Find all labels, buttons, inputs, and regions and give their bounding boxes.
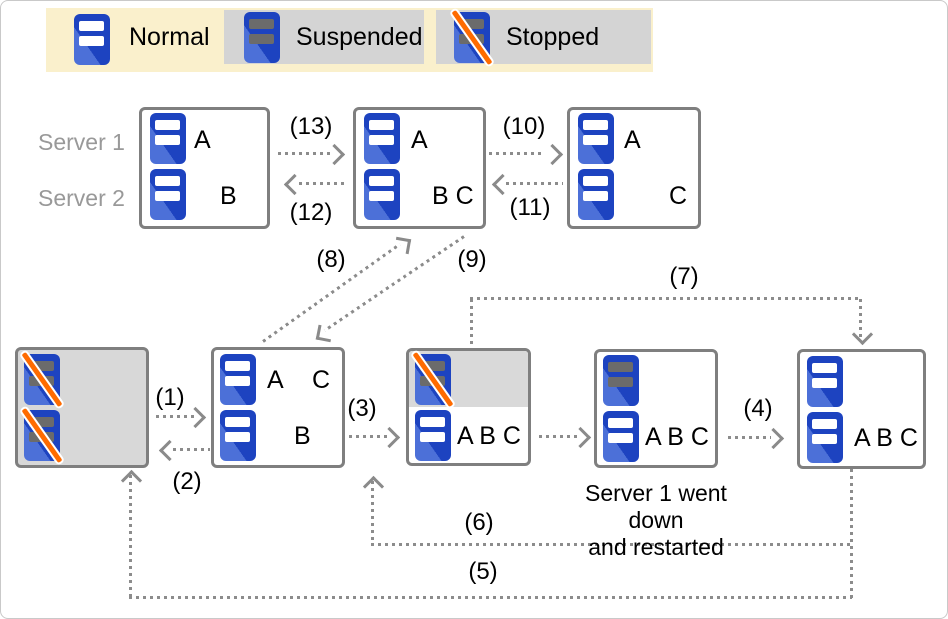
- server-normal-icon: [150, 113, 186, 164]
- server-normal-icon: [807, 356, 843, 407]
- diagonal-slash-icon: [409, 349, 457, 410]
- app-letter: A: [411, 126, 428, 154]
- arrow-7-line: [470, 297, 862, 300]
- arrow-9-head: [315, 324, 334, 343]
- diagonal-slash-icon: [18, 349, 66, 410]
- state-box-bottom-4: A B C: [594, 349, 718, 468]
- arrow-10-label: (10): [502, 113, 546, 140]
- arrow-1-line: [156, 415, 194, 418]
- arrow-8-head: [393, 236, 412, 255]
- app-letter: A: [194, 126, 211, 154]
- arrow-4-line: [728, 436, 771, 439]
- app-letter: B: [294, 422, 311, 450]
- arrow-2-line: [173, 448, 210, 451]
- app-letter: A: [267, 366, 284, 394]
- note-line-2: and restarted: [588, 534, 724, 560]
- legend-label-suspended: Suspended: [296, 23, 423, 51]
- server-normal-icon: [364, 113, 400, 164]
- app-letter: A B C: [854, 424, 918, 452]
- arrow-13-label: (13): [289, 113, 333, 140]
- server-normal-icon: [807, 412, 843, 463]
- arrow-7-label: (7): [669, 263, 699, 290]
- arrow-1-label: (1): [155, 384, 185, 411]
- server-stopped-icon: [18, 349, 66, 410]
- server-normal-icon: [578, 169, 614, 220]
- app-letter: A: [624, 126, 641, 154]
- arrow-11-label: (11): [509, 194, 551, 221]
- server-stopped-icon: [448, 7, 496, 68]
- note-server1-restart: Server 1 went down and restarted: [556, 480, 756, 561]
- arrow-7-head: [851, 323, 874, 346]
- arrow-4-label: (4): [743, 395, 773, 422]
- arrow-restart-head: [569, 426, 592, 449]
- arrow-10-head: [541, 143, 564, 166]
- arrow-6-head: [362, 475, 385, 498]
- server-stopped-icon: [18, 405, 66, 466]
- state-box-bottom-2: A C B: [211, 347, 345, 468]
- server-normal-icon: [603, 411, 639, 462]
- app-letter: A B C: [457, 422, 521, 450]
- server-stopped-icon: [409, 349, 457, 410]
- arrow-12-head: [283, 173, 306, 196]
- arrow-restart-line: [539, 435, 579, 438]
- server2-row-label: Server 2: [38, 185, 125, 211]
- legend-item-stopped: Stopped: [436, 7, 651, 68]
- arrow-6-label: (6): [464, 509, 494, 536]
- arrow-13-line: [278, 152, 331, 155]
- state-box-bottom-5: A B C: [797, 349, 926, 469]
- arrow-2-label: (2): [172, 468, 202, 495]
- arrow-3-line: [349, 435, 387, 438]
- legend-label-normal: Normal: [129, 23, 210, 51]
- arrow-6-line: [371, 481, 374, 543]
- arrow-2-head: [158, 439, 181, 462]
- state-box-top-1: A B: [139, 107, 270, 229]
- arrow-3-head: [378, 426, 401, 449]
- server-normal-icon: [74, 14, 110, 65]
- arrow-10-line: [489, 152, 544, 155]
- app-letter: B: [220, 182, 237, 210]
- arrow-7-line: [470, 299, 473, 348]
- server-suspended-icon: [244, 12, 280, 63]
- arrow-7-line: [859, 299, 862, 337]
- arrow-12-label: (12): [289, 199, 333, 226]
- state-box-top-3: A C: [567, 107, 701, 229]
- arrow-5-line: [129, 596, 852, 599]
- arrow-3-label: (3): [347, 395, 377, 422]
- arrow-11-line: [506, 182, 563, 185]
- arrow-8-label: (8): [316, 246, 346, 273]
- arrow-5-line: [129, 475, 132, 596]
- server-normal-icon: [578, 113, 614, 164]
- diagonal-slash-icon: [18, 405, 66, 466]
- server1-row-label: Server 1: [38, 129, 125, 155]
- legend: Normal Suspended Stopped: [46, 7, 653, 72]
- legend-label-stopped: Stopped: [506, 23, 600, 51]
- arrow-5-head: [120, 469, 143, 492]
- arrow-5-6-tail-line: [850, 469, 853, 599]
- arrow-6-line: [371, 543, 852, 546]
- app-letter: C: [669, 182, 688, 210]
- arrow-1-head: [184, 406, 207, 429]
- legend-item-suspended: Suspended: [224, 10, 424, 64]
- arrow-12-line: [299, 182, 345, 185]
- diagonal-slash-icon: [448, 7, 496, 68]
- note-line-1: Server 1 went down: [585, 480, 727, 533]
- server-suspended-icon: [603, 355, 639, 406]
- state-box-bottom-1: [15, 347, 149, 468]
- server-normal-icon: [364, 169, 400, 220]
- arrow-11-head: [491, 173, 514, 196]
- app-letter: A B C: [645, 423, 709, 451]
- state-box-top-2: A B C: [353, 107, 486, 229]
- arrow-5-label: (5): [468, 558, 498, 585]
- server-normal-icon: [415, 410, 451, 461]
- arrow-4-head: [762, 427, 785, 450]
- server-normal-icon: [150, 169, 186, 220]
- server-normal-icon: [220, 354, 256, 405]
- app-letter: C: [312, 366, 331, 394]
- state-box-bottom-3: A B C: [406, 348, 531, 466]
- server-normal-icon: [220, 410, 256, 461]
- app-letter: B C: [432, 182, 474, 210]
- arrow-9-label: (9): [457, 246, 487, 273]
- arrow-13-head: [323, 143, 346, 166]
